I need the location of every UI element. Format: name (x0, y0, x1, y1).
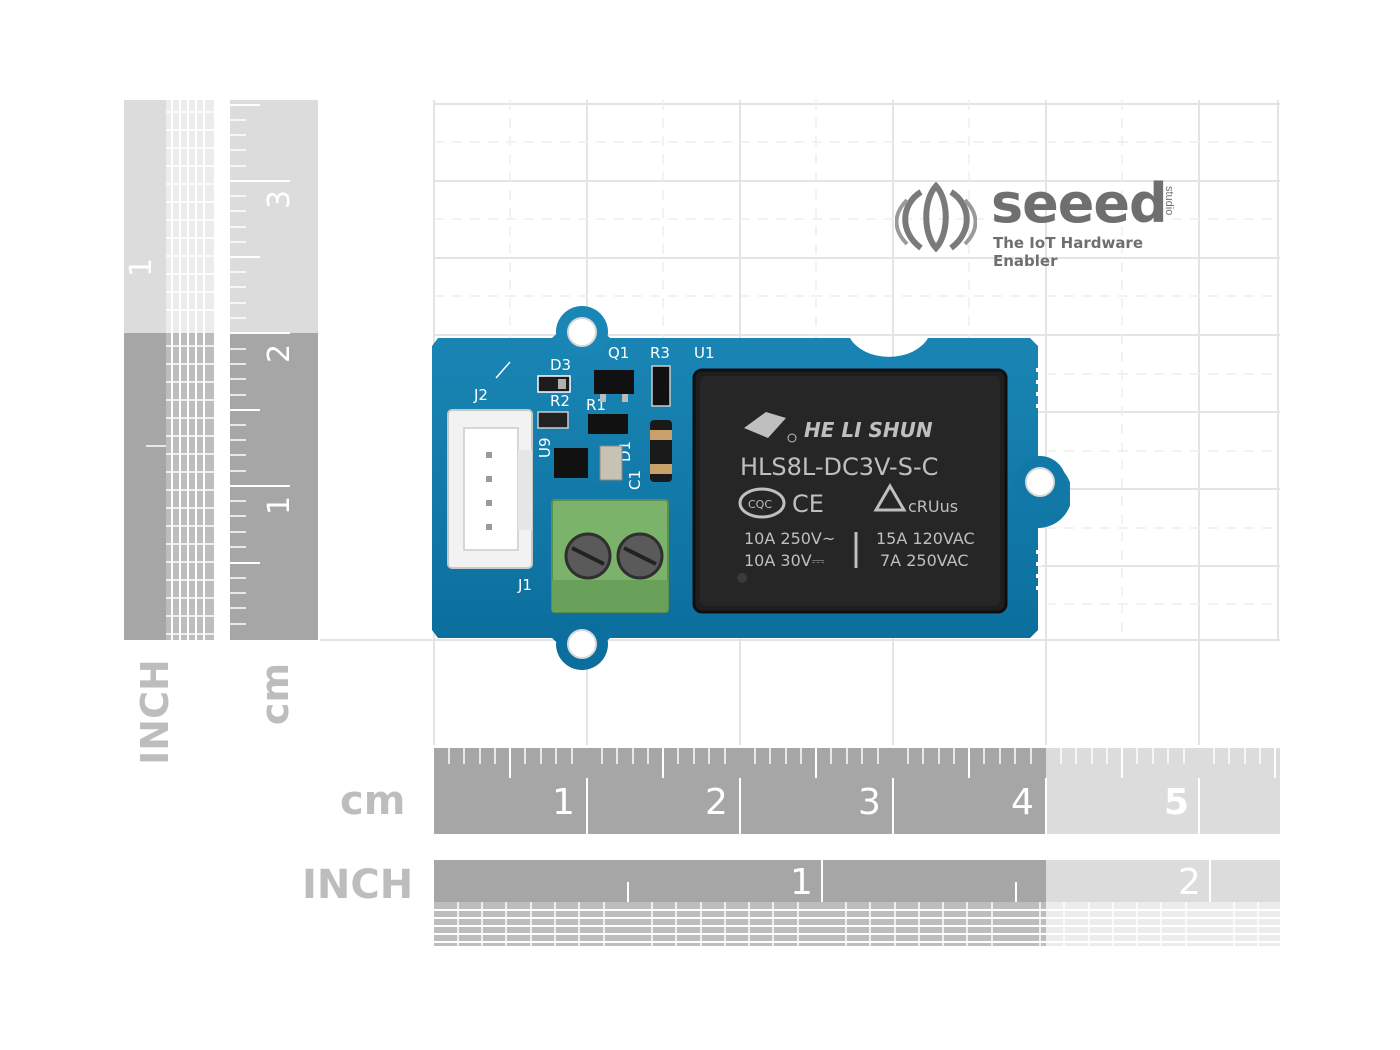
relay-model: HLS8L-DC3V-S-C (740, 453, 938, 481)
seeed-logo-mark-icon (895, 182, 977, 252)
vertical-cm-number-2: 2 (262, 343, 298, 364)
relay-rating-3: 15A 120VAC (876, 529, 975, 548)
relay-cert-ul: cRUus (908, 497, 958, 516)
silk-u9: U9 (536, 437, 554, 458)
horizontal-cm-label: cm (340, 778, 406, 824)
triangle-mark-icon (873, 483, 907, 512)
silk-j1: J1 (517, 576, 532, 594)
seeed-logo-tagline: The IoT Hardware Enabler (993, 234, 1144, 270)
vertical-inch-ruler: 1 (124, 100, 214, 640)
resistor-r3 (651, 365, 671, 407)
seeed-logo-wordmark: seeed (991, 172, 1168, 235)
resistor-r2 (537, 411, 569, 429)
horizontal-cm-number-3: 3 (858, 782, 881, 823)
vertical-inch-label: INCH (133, 659, 177, 765)
vertical-cm-label: cm (253, 662, 297, 726)
relay-rating-2: 10A 30V⎓ (744, 551, 825, 570)
horizontal-inch-number-1: 1 (790, 862, 813, 903)
silk-r2: R2 (550, 392, 570, 410)
vertical-cm-number-1: 1 (262, 495, 298, 516)
vertical-inch-number-1: 1 (124, 257, 160, 278)
horizontal-inch-number-2: 2 (1178, 862, 1201, 903)
silk-c1: C1 (626, 470, 644, 490)
horizontal-inch-label: INCH (302, 862, 414, 908)
seeed-logo-studio: studio (1163, 186, 1175, 216)
horizontal-cm-number-4: 4 (1011, 782, 1034, 823)
horizontal-cm-number-1: 1 (552, 782, 575, 823)
relay-brand-logo-icon (744, 412, 797, 443)
relay-rating-1: 10A 250V~ (744, 529, 835, 548)
horizontal-cm-number-2: 2 (705, 782, 728, 823)
silk-r3: R3 (650, 344, 670, 362)
horizontal-cm-ruler: 1 2 3 4 5 (434, 748, 1280, 834)
ic-u9 (554, 448, 588, 478)
relay-brand: HE LI SHUN (804, 418, 933, 442)
silk-d3: D3 (550, 356, 571, 374)
capacitor-c1 (599, 445, 623, 481)
silk-j2: J2 (473, 386, 488, 404)
resistor-r1 (588, 414, 628, 434)
relay-cert-ce: CE (792, 490, 824, 518)
vertical-cm-ruler: 3 2 1 (230, 100, 318, 640)
horizontal-cm-number-5: 5 (1164, 782, 1190, 823)
seeed-logo: seeed studio The IoT Hardware Enabler (895, 172, 1205, 270)
vertical-cm-number-3: 3 (262, 189, 298, 210)
silk-q1: Q1 (608, 344, 629, 362)
silk-u1: U1 (694, 344, 715, 362)
relay-cert-cqc: CQC (748, 498, 772, 511)
horizontal-inch-ruler: 1 2 (434, 860, 1280, 946)
relay-board: D3 Q1 R3 U1 J2 R2 R1 D1 C1 U9 J1 HE LI S… (432, 306, 1070, 670)
cqc-mark-icon (738, 487, 786, 519)
transistor-q1 (594, 370, 634, 394)
relay-rating-4: 7A 250VAC (880, 551, 969, 570)
